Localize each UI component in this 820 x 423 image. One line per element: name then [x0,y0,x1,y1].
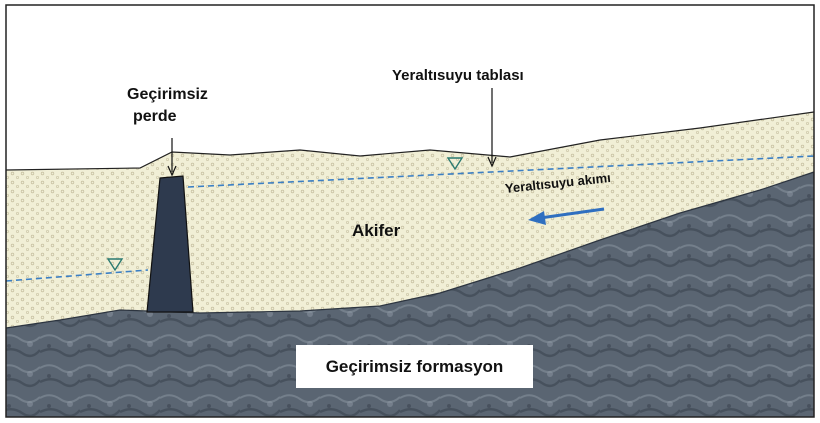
ground-surface-line [5,111,815,171]
impermeable-wall-label-line1: Geçirimsiz [127,86,208,103]
impermeable-wall-label: Geçirimsiz perde [127,84,208,128]
water-table-label: Yeraltısuyu tablası [392,67,524,84]
impermeable-wall-label-line2: perde [133,108,177,125]
formation-label-box [296,345,533,388]
diagram-border [5,4,815,418]
water-level-marker-icon [446,157,464,171]
aquifer-label: Akifer [352,221,401,240]
bedrock-surface-line [5,171,815,329]
water-table-line-upstream [187,155,815,188]
impermeable-wall [146,175,194,313]
impermeable-formation-layer [6,172,814,417]
impermeable-formation-label: Geçirimsiz formasyon [325,357,504,376]
left-arrow-icon [528,211,546,225]
water-table-pointer-arrowhead [487,156,497,168]
wall-pointer-arrowhead [167,165,177,177]
water-level-marker-icon [106,258,124,272]
flow-arrow-shaft [539,207,605,220]
water-table-line-downstream [5,269,149,282]
